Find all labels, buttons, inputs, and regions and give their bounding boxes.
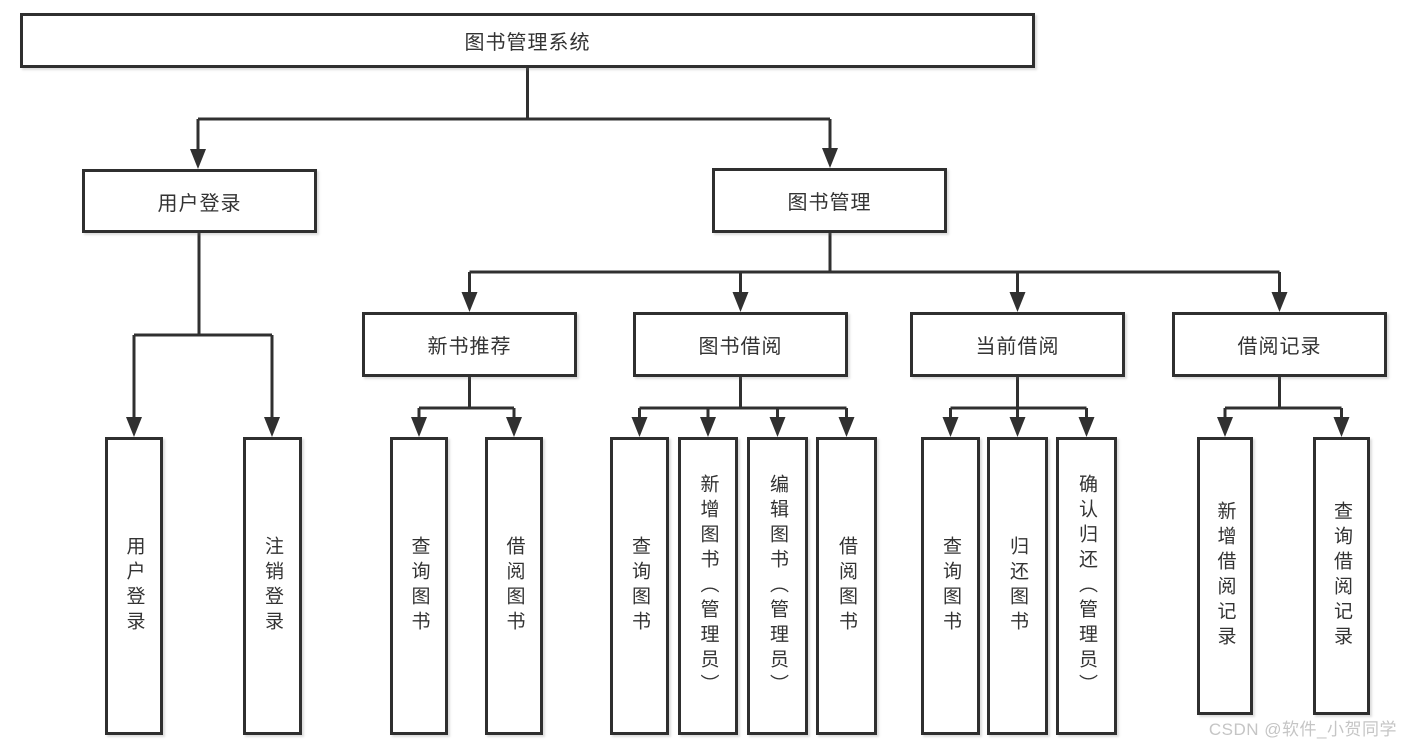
- leaf-query-books-borrow: 查询图书: [610, 437, 669, 735]
- leaf-logout-label: 注销登录: [262, 536, 283, 636]
- csdn-watermark: CSDN @软件_小贺同学: [1208, 720, 1397, 739]
- leaf-edit-book-admin: 编辑图书（管理员）: [747, 437, 808, 735]
- leaf-borrow-books-recommend-label: 借阅图书: [503, 536, 525, 636]
- leaf-query-borrow-record: 查询借阅记录: [1313, 437, 1370, 715]
- leaf-edit-book-admin-label: 编辑图书（管理员）: [767, 473, 788, 699]
- leaf-add-borrow-record-label: 新增借阅记录: [1214, 501, 1236, 651]
- leaf-user-login: 用户登录: [105, 437, 163, 735]
- node-borrow-records-label: 借阅记录: [1237, 336, 1322, 358]
- leaf-query-books-recommend: 查询图书: [390, 437, 448, 735]
- leaf-confirm-return-admin-label: 确认归还（管理员）: [1076, 473, 1097, 699]
- connector-segments: [132, 68, 1343, 420]
- node-book-borrow: 图书借阅: [633, 312, 848, 377]
- leaf-return-book: 归还图书: [987, 437, 1048, 735]
- node-borrow-records: 借阅记录: [1172, 312, 1387, 377]
- leaf-logout: 注销登录: [243, 437, 302, 735]
- node-new-book-recommend: 新书推荐: [362, 312, 577, 377]
- node-user-login-label: 用户登录: [157, 192, 242, 215]
- leaf-query-books-borrow-label: 查询图书: [629, 536, 650, 636]
- node-root: 图书管理系统: [20, 13, 1035, 68]
- leaf-query-books-recommend-label: 查询图书: [408, 536, 430, 636]
- leaf-borrow-books-label: 借阅图书: [836, 536, 857, 636]
- leaf-add-book-admin: 新增图书（管理员）: [678, 437, 738, 735]
- node-book-management: 图书管理: [712, 168, 947, 233]
- node-new-book-recommend-label: 新书推荐: [427, 336, 512, 358]
- leaf-borrow-books-recommend: 借阅图书: [485, 437, 543, 735]
- node-current-borrow: 当前借阅: [910, 312, 1125, 377]
- leaf-query-books-current-label: 查询图书: [940, 536, 961, 636]
- node-book-management-label: 图书管理: [787, 192, 872, 214]
- leaf-user-login-label: 用户登录: [123, 536, 145, 636]
- node-user-login: 用户登录: [82, 169, 317, 233]
- leaf-add-book-admin-label: 新增图书（管理员）: [697, 473, 719, 699]
- node-current-borrow-label: 当前借阅: [975, 336, 1060, 358]
- leaf-query-borrow-record-label: 查询借阅记录: [1331, 501, 1352, 651]
- leaf-add-borrow-record: 新增借阅记录: [1197, 437, 1253, 715]
- leaf-query-books-current: 查询图书: [921, 437, 980, 735]
- node-book-borrow-label: 图书借阅: [698, 336, 783, 358]
- arrowheads: [126, 148, 1350, 437]
- leaf-return-book-label: 归还图书: [1007, 536, 1028, 636]
- leaf-borrow-books: 借阅图书: [816, 437, 877, 735]
- node-root-label: 图书管理系统: [464, 32, 591, 54]
- leaf-confirm-return-admin: 确认归还（管理员）: [1056, 437, 1117, 735]
